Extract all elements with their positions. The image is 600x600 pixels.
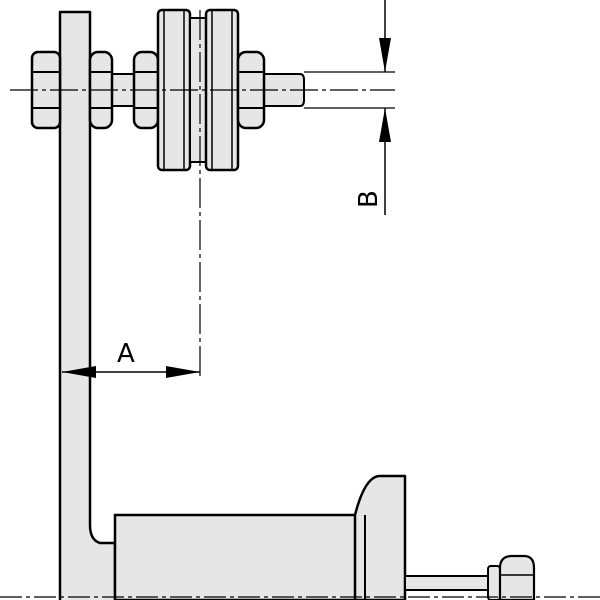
dimension-a-label: A — [117, 339, 135, 369]
bottom-bolt — [404, 554, 536, 600]
dimension-b: B — [304, 0, 395, 215]
dimension-a: A — [62, 339, 200, 378]
vertical-plate — [58, 10, 117, 600]
dimension-b-label: B — [354, 190, 384, 208]
base-block — [113, 474, 407, 600]
